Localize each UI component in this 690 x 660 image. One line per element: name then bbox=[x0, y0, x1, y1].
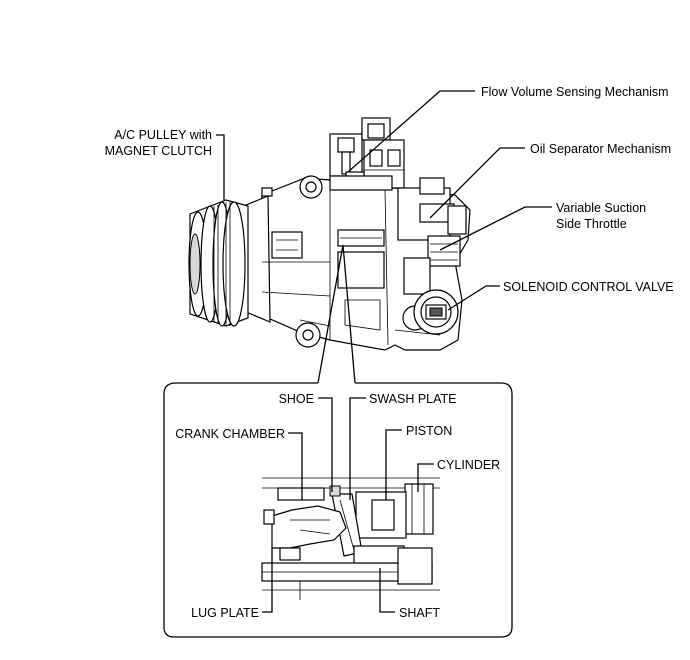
label-oil-separator: Oil Separator Mechanism bbox=[530, 142, 671, 156]
mounting-boss-top bbox=[299, 175, 323, 199]
label-ac-pulley-line2: MAGNET CLUTCH bbox=[105, 144, 212, 158]
mounting-boss-bottom bbox=[295, 322, 321, 348]
lug-plate bbox=[271, 505, 347, 549]
cylinder-block bbox=[404, 483, 434, 535]
label-cylinder: CYLINDER bbox=[437, 458, 500, 472]
detail-frame bbox=[163, 382, 513, 638]
label-ac-pulley-line1: A/C PULLEY with bbox=[114, 128, 212, 142]
label-swash-plate: SWASH PLATE bbox=[369, 392, 457, 406]
compressor-illustration bbox=[188, 117, 471, 351]
pulley-leader bbox=[216, 134, 225, 200]
label-shoe: SHOE bbox=[279, 392, 314, 406]
label-crank-chamber: CRANK CHAMBER bbox=[175, 427, 285, 441]
ac-pulley bbox=[188, 199, 249, 327]
label-variable-suction-line1: Variable Suction bbox=[556, 201, 646, 215]
valve-block bbox=[397, 177, 467, 295]
shoe bbox=[329, 485, 341, 497]
solenoid-connector bbox=[413, 289, 459, 335]
detail-leader-lines bbox=[262, 397, 434, 613]
label-variable-suction-line2: Side Throttle bbox=[556, 217, 627, 231]
oil-separator-leader bbox=[429, 147, 525, 219]
flow-volume-leader bbox=[347, 90, 475, 173]
variable-suction-leader bbox=[439, 206, 552, 251]
zoom-callout bbox=[163, 244, 513, 638]
solenoid-leader bbox=[447, 285, 500, 311]
label-shaft: SHAFT bbox=[399, 606, 440, 620]
label-flow-volume: Flow Volume Sensing Mechanism bbox=[481, 85, 669, 99]
cross-section-illustration bbox=[261, 477, 440, 600]
label-lug-plate: LUG PLATE bbox=[191, 606, 259, 620]
housing-emboss-plate bbox=[271, 231, 303, 259]
leader-lines bbox=[216, 90, 552, 311]
label-piston: PISTON bbox=[406, 424, 452, 438]
top-fittings bbox=[329, 117, 405, 191]
front-housing bbox=[245, 195, 271, 323]
label-solenoid-valve: SOLENOID CONTROL VALVE bbox=[503, 280, 674, 294]
